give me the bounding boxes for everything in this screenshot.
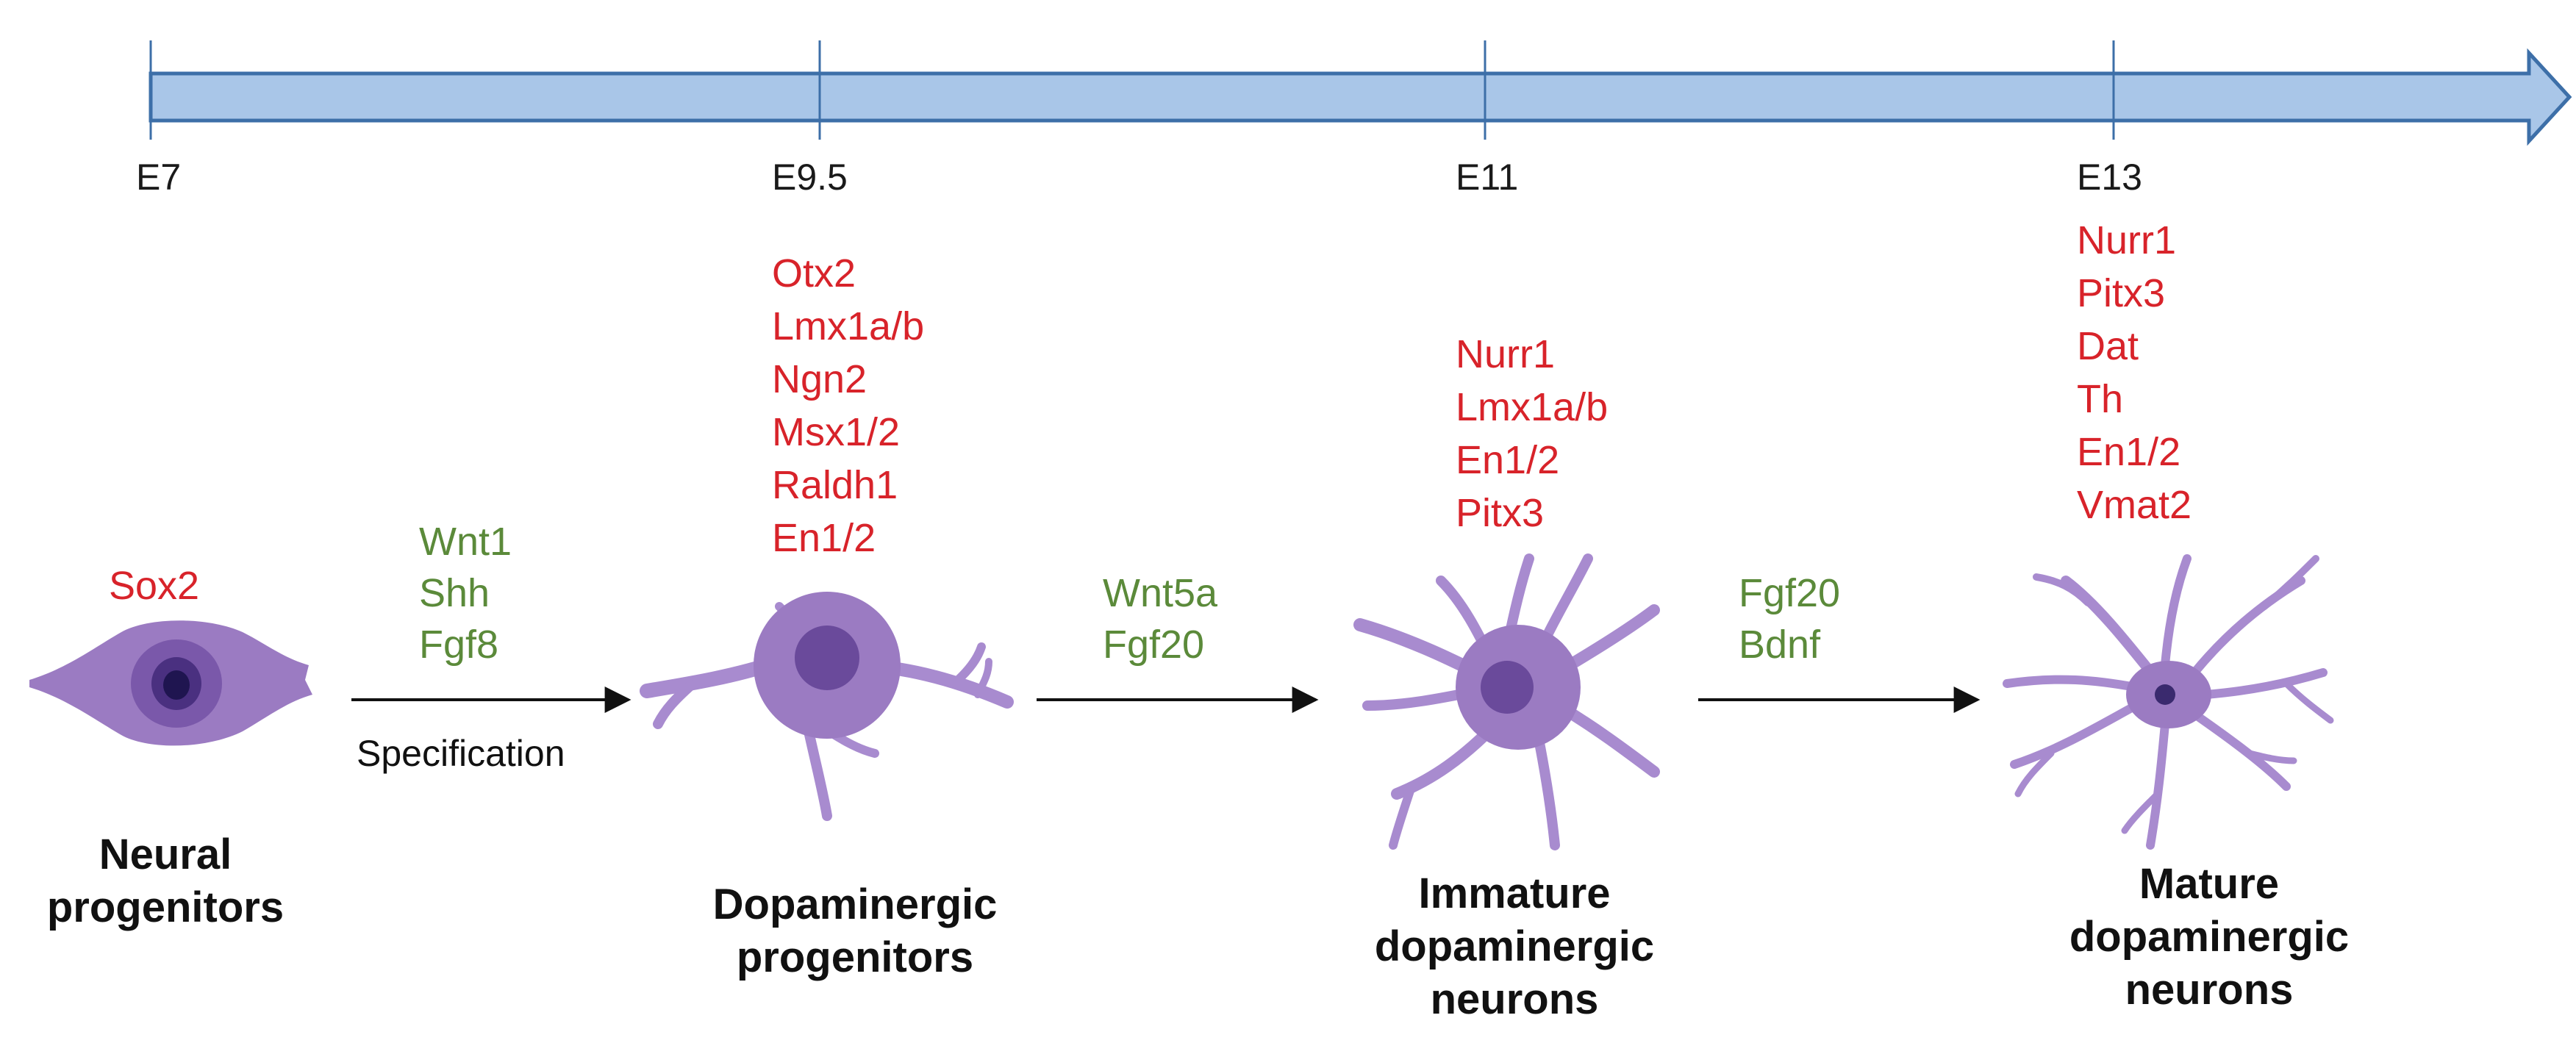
transition-3: Fgf20 Bdnf [1698, 571, 1981, 713]
factor: Wnt1 [419, 520, 512, 564]
caption-line: Dopaminergic [713, 881, 998, 928]
markers-neural-progenitors: Sox2 [109, 564, 199, 608]
mature-neuron-cell [2003, 554, 2334, 850]
caption-line: neurons [2125, 966, 2294, 1014]
marker: Pitx3 [1456, 491, 1544, 535]
marker: Lmx1a/b [1456, 385, 1608, 429]
markers-immature-neurons: Nurr1 Lmx1a/b En1/2 Pitx3 [1456, 332, 1608, 535]
caption-immature-neurons: Immature dopaminergic neurons [1375, 870, 1654, 1023]
timeline-arrow [149, 48, 2572, 146]
marker: Nurr1 [1456, 332, 1555, 376]
stage-label-e9-5: E9.5 [772, 157, 848, 198]
caption-neural-progenitors: Neural progenitors [47, 831, 284, 931]
caption-line: dopaminergic [1375, 922, 1654, 970]
marker: En1/2 [2077, 430, 2180, 474]
caption-line: progenitors [737, 933, 973, 981]
caption-line: Neural [99, 831, 232, 878]
factor: Wnt5a [1103, 571, 1218, 615]
marker: Th [2077, 377, 2123, 421]
markers-mature-neurons: Nurr1 Pitx3 Dat Th En1/2 Vmat2 [2077, 218, 2192, 527]
marker: Dat [2077, 324, 2139, 368]
factor: Fgf8 [419, 623, 498, 667]
caption-line: Mature [2139, 860, 2279, 908]
transition-2: Wnt5a Fgf20 [1037, 571, 1319, 713]
marker: Vmat2 [2077, 483, 2192, 527]
process-label: Specification [357, 733, 565, 774]
stage-label-e7: E7 [136, 157, 181, 198]
stage-label-e13: E13 [2077, 157, 2142, 198]
factor: Fgf20 [1103, 623, 1204, 667]
marker: Nurr1 [2077, 218, 2176, 262]
marker: Msx1/2 [772, 410, 900, 454]
marker: Ngn2 [772, 357, 867, 401]
factor: Bdnf [1739, 623, 1821, 667]
dopaminergic-progenitor-cell [640, 592, 1014, 821]
neural-progenitor-cell [29, 620, 312, 746]
stage-label-e11: E11 [1456, 157, 1518, 198]
marker: Otx2 [772, 251, 856, 295]
marker: En1/2 [1456, 438, 1559, 482]
caption-mature-neurons: Mature dopaminergic neurons [2069, 860, 2349, 1014]
caption-line: dopaminergic [2069, 913, 2349, 961]
caption-dopaminergic-progenitors: Dopaminergic progenitors [713, 881, 998, 981]
timeline: E7 E9.5 E11 E13 [136, 40, 2572, 198]
marker: Sox2 [109, 564, 199, 608]
caption-line: Immature [1418, 870, 1610, 917]
markers-dopaminergic-progenitors: Otx2 Lmx1a/b Ngn2 Msx1/2 Raldh1 En1/2 [772, 251, 924, 560]
factor: Fgf20 [1739, 571, 1840, 615]
caption-line: neurons [1431, 975, 1599, 1023]
caption-line: progenitors [47, 883, 284, 931]
factor: Shh [419, 571, 490, 615]
marker: Raldh1 [772, 463, 898, 507]
marker: Lmx1a/b [772, 304, 924, 348]
transition-1: Wnt1 Shh Fgf8 Specification [351, 520, 632, 774]
immature-neuron-cell [1353, 553, 1660, 850]
marker: En1/2 [772, 516, 876, 560]
marker: Pitx3 [2077, 271, 2165, 315]
